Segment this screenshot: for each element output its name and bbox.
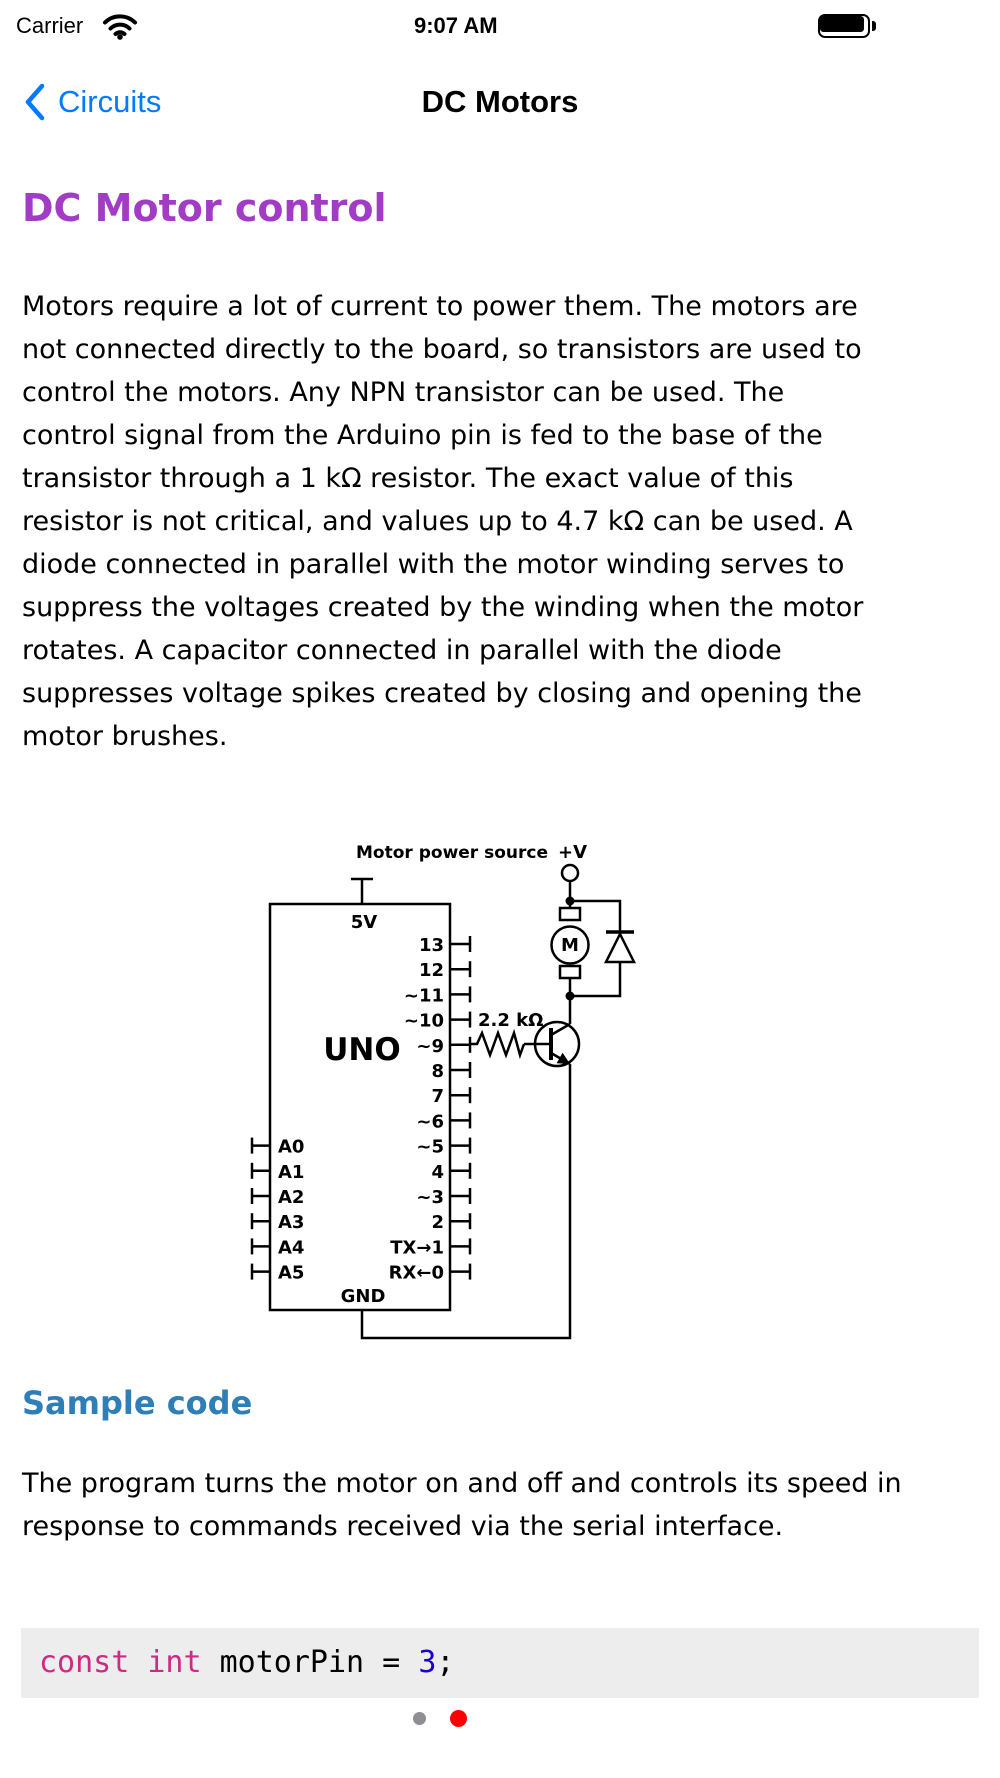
- carrier-label: Carrier: [16, 13, 84, 38]
- chevron-left-icon: [25, 83, 45, 121]
- uno-label: UNO: [323, 1032, 400, 1068]
- pin-label: ~9: [416, 1036, 444, 1057]
- resistor-label: 2.2 kΩ: [478, 1010, 543, 1031]
- pin-label: A0: [278, 1137, 304, 1158]
- pin-label: ~5: [416, 1137, 444, 1158]
- pin-label: ~6: [416, 1111, 444, 1132]
- page-dot-active[interactable]: [450, 1709, 467, 1727]
- status-bar: Carrier 9:07 AM: [0, 0, 1000, 53]
- code-space: [129, 1645, 147, 1680]
- diode-wire-bottom: [570, 962, 622, 998]
- motor-label: M: [561, 935, 579, 956]
- pin-label: A1: [278, 1162, 304, 1183]
- code-number: 3: [418, 1645, 437, 1680]
- junction-dot: [565, 896, 575, 906]
- transistor-symbol: [533, 1020, 581, 1068]
- emitter-arrow: [556, 1052, 570, 1064]
- diode-wire-top: [570, 899, 622, 932]
- pin-label: ~11: [404, 985, 444, 1006]
- resistor-symbol: [470, 1028, 526, 1060]
- battery-fill: [820, 16, 864, 32]
- pin-label: ~10: [404, 1011, 444, 1032]
- page-dot-inactive[interactable]: [413, 1711, 426, 1725]
- pin-label: 13: [419, 935, 444, 956]
- pin-label: A2: [278, 1187, 304, 1208]
- page-title: DC Motors: [421, 84, 579, 119]
- ground-wire: [360, 1064, 572, 1340]
- transistor-collector-lead: [550, 1022, 571, 1037]
- code-identifier: motorPin =: [201, 1645, 419, 1680]
- pin-label: 4: [431, 1162, 444, 1183]
- back-label: Circuits: [58, 84, 162, 119]
- circuit-diagram: Motor power source +V 5V UNO GND 2.2 kΩ …: [250, 842, 637, 1340]
- pin-label: A3: [278, 1212, 304, 1233]
- code-keyword: const: [39, 1645, 130, 1680]
- junctions-and-marks: [549, 896, 575, 1064]
- pin-label: RX←0: [389, 1263, 444, 1284]
- diode-symbol: [603, 931, 637, 964]
- pin-label: A4: [278, 1237, 304, 1258]
- code-block: const int motorPin = 3;: [21, 1628, 979, 1698]
- motor-brush-bottom: [558, 964, 582, 980]
- motor-symbol: [550, 925, 590, 965]
- pin-label: 2: [431, 1212, 444, 1233]
- nav-bar: Circuits DC Motors: [0, 53, 1000, 131]
- gnd-label: GND: [341, 1286, 386, 1307]
- code-punctuation: ;: [436, 1645, 455, 1680]
- pin-label: 8: [431, 1061, 444, 1082]
- battery-nub: [872, 21, 876, 31]
- wifi-icon: [103, 14, 137, 40]
- pin-label: 12: [419, 960, 444, 981]
- power-terminal: [560, 863, 580, 883]
- pin-label: TX→1: [390, 1237, 444, 1258]
- pin-label: 7: [431, 1086, 444, 1107]
- power-terminal-label: +V: [558, 842, 587, 863]
- back-button[interactable]: Circuits: [22, 82, 161, 122]
- battery-icon: [818, 14, 880, 38]
- transistor-base-bar: [549, 1028, 553, 1060]
- supply-pin-label: 5V: [351, 912, 378, 933]
- junction-dot: [565, 991, 575, 1001]
- uno-board-outline: [268, 902, 452, 1312]
- right-pins: 13 12 ~11 ~10 ~9 8 7 ~6 ~5 4 ~3 2TX→1RX←0: [389, 935, 472, 1284]
- article-heading: DC Motor control: [22, 186, 387, 230]
- sample-paragraph: The program turns the motor on and off a…: [22, 1468, 902, 1542]
- motor-brush-top: [558, 906, 582, 922]
- status-time: 9:07 AM: [414, 13, 498, 38]
- power-source-label: Motor power source: [356, 843, 548, 863]
- sample-code-heading: Sample code: [22, 1384, 253, 1422]
- circuit-wires: [268, 863, 637, 1340]
- pin-label: ~3: [416, 1187, 444, 1208]
- page-control: [413, 1709, 467, 1727]
- intro-paragraph: Motors require a lot of current to power…: [22, 291, 864, 752]
- code-keyword: int: [147, 1645, 202, 1680]
- pin-label: A5: [278, 1263, 304, 1284]
- battery-outline: [818, 14, 870, 38]
